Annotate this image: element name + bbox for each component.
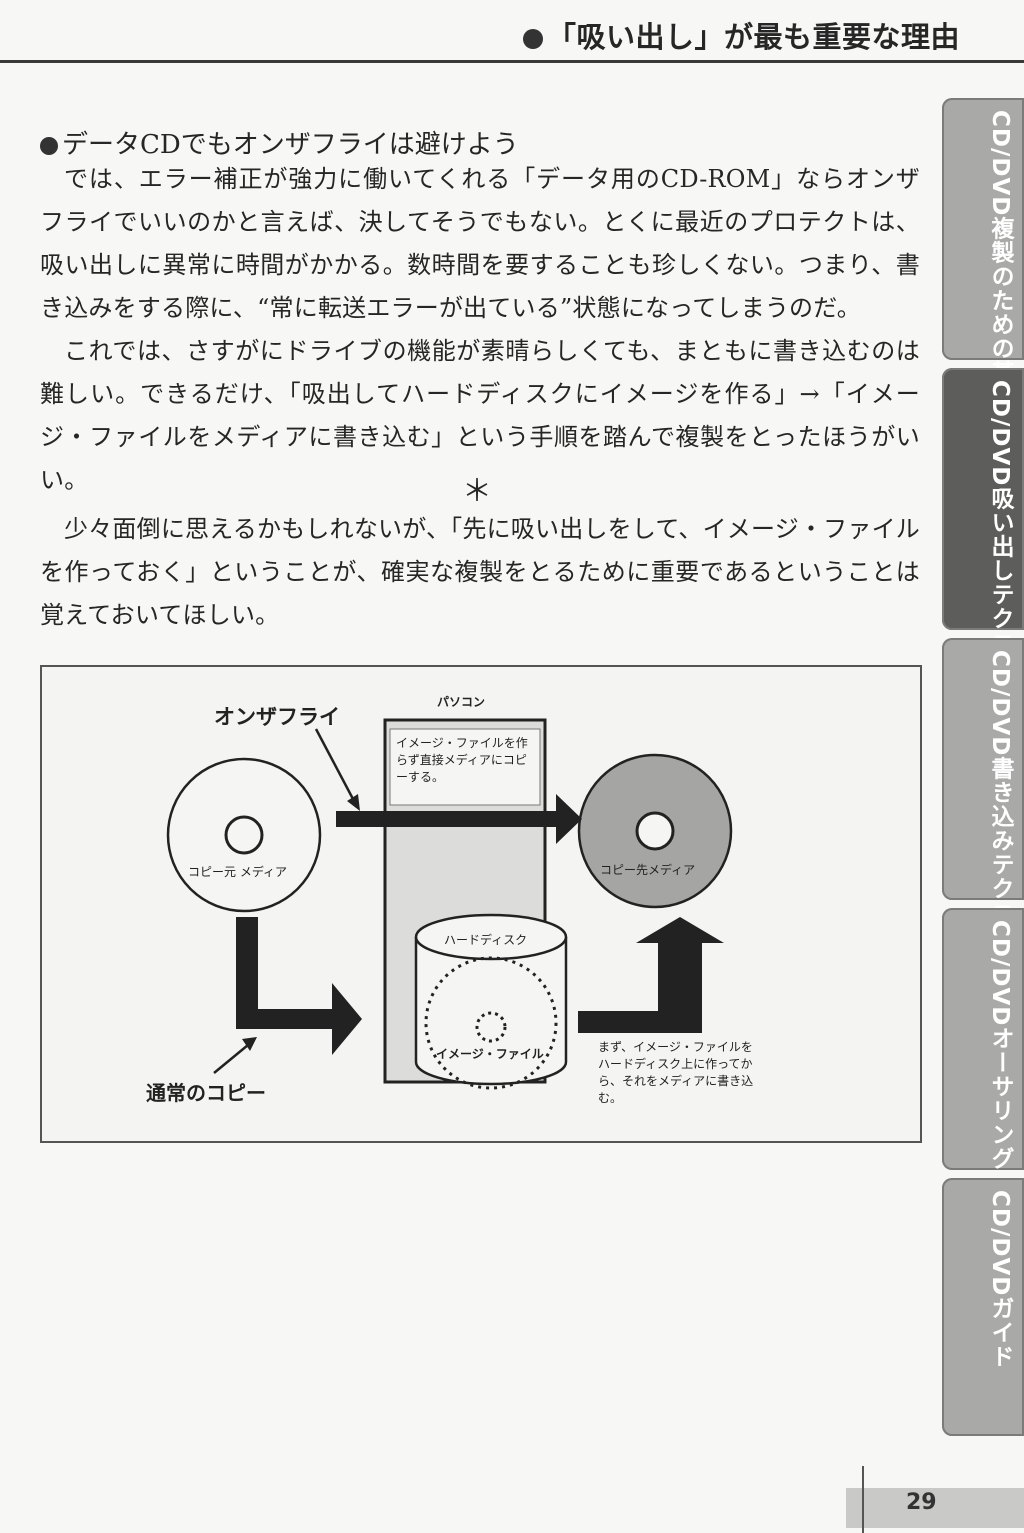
bullet-icon [40,137,58,155]
tab-authoring-technique[interactable]: CD/DVDオーサリング・テクニック [942,908,1024,1314]
source-media-label: コピー元 メディア [188,865,287,879]
hard-disk-body [414,937,568,1086]
header-rule [0,60,1024,63]
on-the-fly-arrow-shaft [336,811,558,827]
diagram-graphics [166,718,733,1090]
image-file-disc [424,956,558,1090]
paragraph-3: 少々面倒に思えるかもしれないが、「先に吸い出しをして、イメージ・ファイルを作って… [40,515,920,629]
page-number: 29 [906,1490,937,1515]
pc-note-box [389,728,541,806]
dest-media-label: コピー先メディア [600,863,696,877]
on-the-fly-arrow-head [556,794,582,844]
page-number-background [846,1488,1024,1528]
pc-note: イメージ・ファイルを作らず直接メディアにコピーする。 [396,736,528,784]
tab-writing-technique[interactable]: CD/DVD書き込みテクニック [942,638,1024,972]
dest-cd-hole [635,811,675,851]
bullet-icon [522,29,543,49]
on-the-fly-pointer-head [347,794,360,811]
normal-copy-pointer-head [242,1037,257,1051]
image-file-label: イメージ・ファイル [436,1047,544,1061]
hard-disk-label: ハードディスク [444,933,528,947]
copy-method-diagram: オンザフライ パソコン イメージ・ファイルを作らず直接メディアにコピーする。 コ… [40,665,922,1143]
normal-copy-arrow-2 [578,917,724,1033]
tab-extraction-technique[interactable]: CD/DVD吸い出しテクニック [942,368,1024,702]
image-file-hole [475,1011,507,1043]
page-number-rule [862,1466,864,1533]
normal-copy-note: まず、イメージ・ファイルをハードディスク上に作ってから、それをメディアに書き込む… [598,1040,754,1105]
normal-copy-arrow-1 [236,917,362,1055]
section-separator: ＊ [462,474,492,509]
tab-label: CD/DVDガイド [987,1190,1013,1369]
source-cd-hole [224,815,264,855]
tab-guide[interactable]: CD/DVDガイド [942,1178,1024,1436]
pc-label: パソコン [437,695,486,709]
paragraph-2: これでは、さすがにドライブの機能が素晴らしくても、まともに書き込むのは難しい。で… [40,337,920,494]
section-heading: データCDでもオンザフライは避けよう [40,124,519,161]
normal-copy-pointer [213,1044,249,1074]
on-the-fly-label: オンザフライ [214,705,340,729]
tab-basic-knowledge[interactable]: CD/DVD複製のための基礎知識 [942,98,1024,456]
normal-copy-label: 通常のコピー [146,1081,266,1105]
page-header-title: 「吸い出し」が最も重要な理由 [440,14,960,54]
paragraph-1: では、エラー補正が強力に働いてくれる「データ用のCD-ROM」ならオンザフライで… [40,165,920,322]
on-the-fly-pointer [314,728,355,800]
